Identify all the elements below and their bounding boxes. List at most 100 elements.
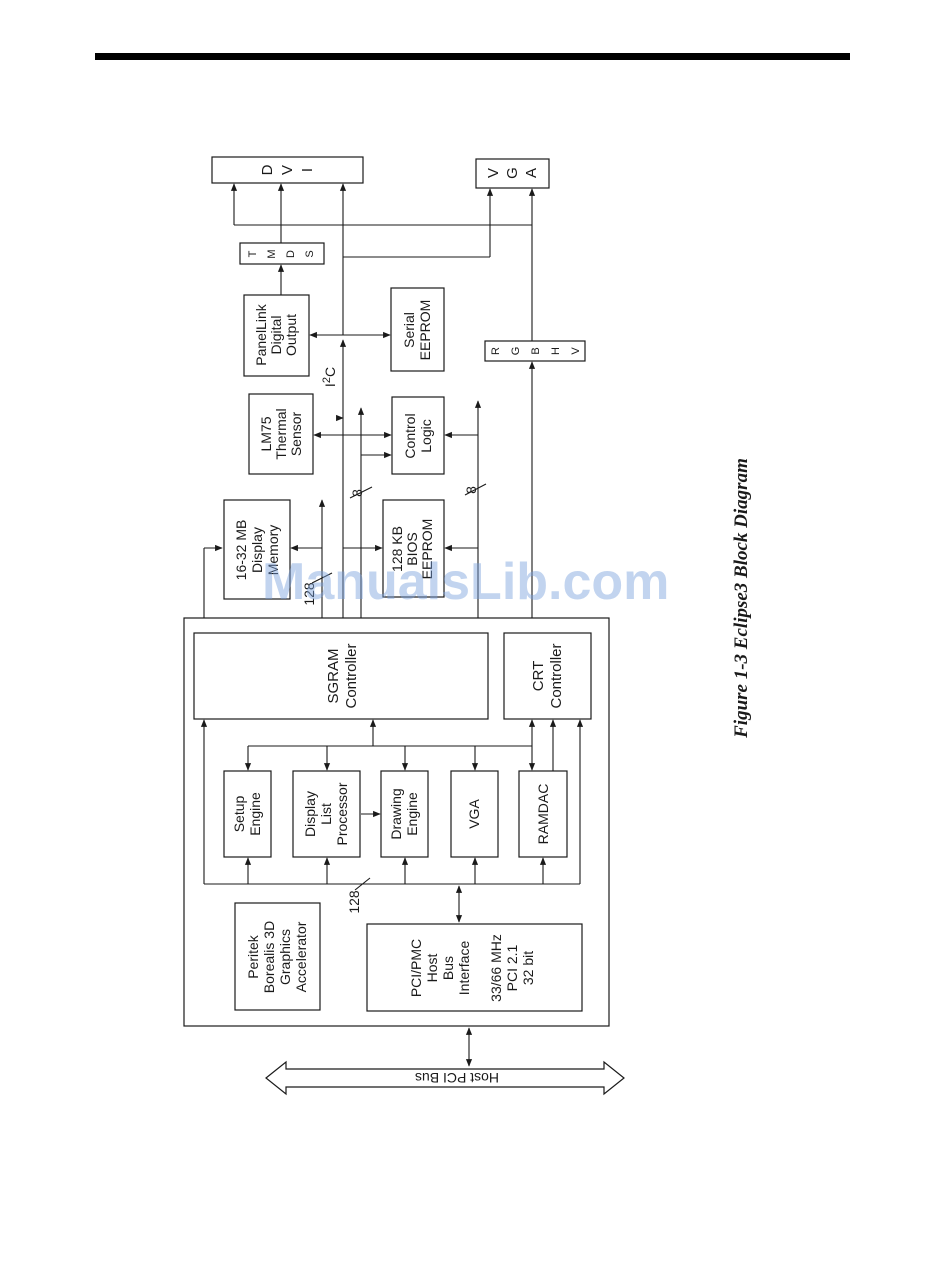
watermark: ManualsLib.com [262,553,670,611]
panellink-line-1: PanelLink [253,303,269,365]
borealis-chip-box [183,617,610,1027]
svg-text:VGA: VGA [466,799,482,829]
dvi-letter-v: V [279,165,296,175]
sgram-line-2: Controller [343,643,360,708]
svg-text:ControlLogic: ControlLogic [402,413,434,458]
pci-line-6: 33/66 MHz [488,934,504,1002]
svg-text:Host PCI Bus: Host PCI Bus [415,1070,499,1086]
ramdac-label: RAMDAC [535,784,551,845]
display-memory-label: 16-32 MBDisplayMemory [233,520,281,581]
crt-line-2: Controller [548,643,565,708]
svg-text:DVI: DVI [259,164,316,175]
peritek-line-2: Borealis 3D [261,921,277,993]
dlp-line-1: Display [302,791,318,837]
svg-text:PeritekBorealis 3DGraphicsAcce: PeritekBorealis 3DGraphicsAccelerator [245,921,309,993]
control-logic-line-1: Control [402,413,418,458]
peritek-line-3: Graphics [277,929,293,985]
svg-text:SGRAMController: SGRAMController [325,643,360,708]
vga-core-label: VGA [466,799,482,829]
vga-connector-box [475,158,550,189]
top-rule [95,53,850,60]
host-pci-bus-arrow [265,1060,625,1096]
svg-text:SerialEEPROM: SerialEEPROM [401,300,433,361]
display-memory-line-1: 16-32 MB [233,520,249,581]
i2c-c: C [322,367,338,377]
vga-letter-a: A [523,168,540,178]
setup-engine-line-1: Setup [231,795,247,832]
crt-controller-label: CRTController [530,643,565,708]
lm75-box [248,393,314,475]
drawing-engine-box [380,770,429,858]
figure-caption: Figure 1-3 Eclipse3 Block Diagram [731,458,752,738]
setup-engine-label: SetupEngine [231,792,263,836]
sgram-controller-box [193,632,489,720]
dlp-line-2: List [318,803,334,825]
drawing-engine-line-1: Drawing [388,788,404,839]
display-list-processor-box [292,770,361,858]
bus-width-128-memory: 128 [301,582,317,606]
lm75-label: LM75ThermalSensor [258,408,304,459]
svg-text:VGA: VGA [485,167,540,179]
svg-text:128 KBBIOSEEPROM: 128 KBBIOSEEPROM [389,519,435,580]
pci-line-4: Interface [456,941,472,996]
bios-eeprom-line-3: EEPROM [419,519,435,580]
pci-line-8: 32 bit [520,951,536,985]
panellink-label: PanelLinkDigitalOutput [253,303,299,365]
bus-width-128-internal: 128 [346,890,362,914]
pci-line-2: Host [424,954,440,983]
serial-eeprom-label: SerialEEPROM [401,300,433,361]
peritek-label-box [234,902,321,1011]
svg-text:8: 8 [463,486,479,494]
serial-eeprom-line-1: Serial [401,312,417,348]
pci-line-1: PCI/PMC [408,939,424,997]
drawing-engine-label: DrawingEngine [388,788,420,839]
display-list-processor-label: DisplayListProcessor [302,782,350,845]
control-logic-label: ControlLogic [402,413,434,458]
host-pci-bus-label: Host PCI Bus [415,1070,499,1086]
lm75-line-1: LM75 [258,416,274,451]
serial-eeprom-line-2: EEPROM [417,300,433,361]
vga-core-line-1: VGA [466,799,482,829]
vga-letter-v: V [485,168,502,178]
panellink-line-3: Output [283,314,299,356]
sgram-line-1: SGRAM [325,648,342,703]
bios-eeprom-line-1: 128 KB [389,526,405,572]
drawing-engine-line-2: Engine [404,792,420,836]
tmds-letter-m: M [266,249,278,258]
dvi-letter-d: D [259,164,276,175]
i2c-sup: 2 [321,377,333,383]
setup-engine-box [223,770,272,858]
peritek-line-4: Accelerator [293,921,309,992]
pci-line-7: PCI 2.1 [504,944,520,991]
peritek-line-1: Peritek [245,934,261,979]
svg-text:DrawingEngine: DrawingEngine [388,788,420,839]
svg-text:SetupEngine: SetupEngine [231,792,263,836]
panellink-box [243,294,310,377]
bios-eeprom-label: 128 KBBIOSEEPROM [389,519,435,580]
i2c-label: I2C [321,367,338,387]
tmds-letter-d: D [285,250,297,258]
display-memory-line-3: Memory [265,525,281,576]
bus-width-8-a: 8 [349,489,365,497]
pci-interface-box [366,923,583,1012]
rgbhv-box [484,340,586,362]
crt-controller-box [503,632,592,720]
lm75-line-3: Sensor [288,411,304,456]
svg-text:128: 128 [346,890,362,914]
dvi-letter-i: I [299,168,316,172]
svg-text:16-32 MBDisplayMemory: 16-32 MBDisplayMemory [233,520,281,581]
dvi-connector-box [211,156,364,184]
tmds-box [239,242,325,265]
svg-text:I2C: I2C [321,367,338,387]
rgbhv-letter-g: G [510,347,522,356]
crt-line-1: CRT [530,661,547,692]
svg-text:8: 8 [349,489,365,497]
ramdac-line-1: RAMDAC [535,784,551,845]
rgbhv-letter-v: V [570,347,582,355]
lm75-line-2: Thermal [273,408,289,459]
